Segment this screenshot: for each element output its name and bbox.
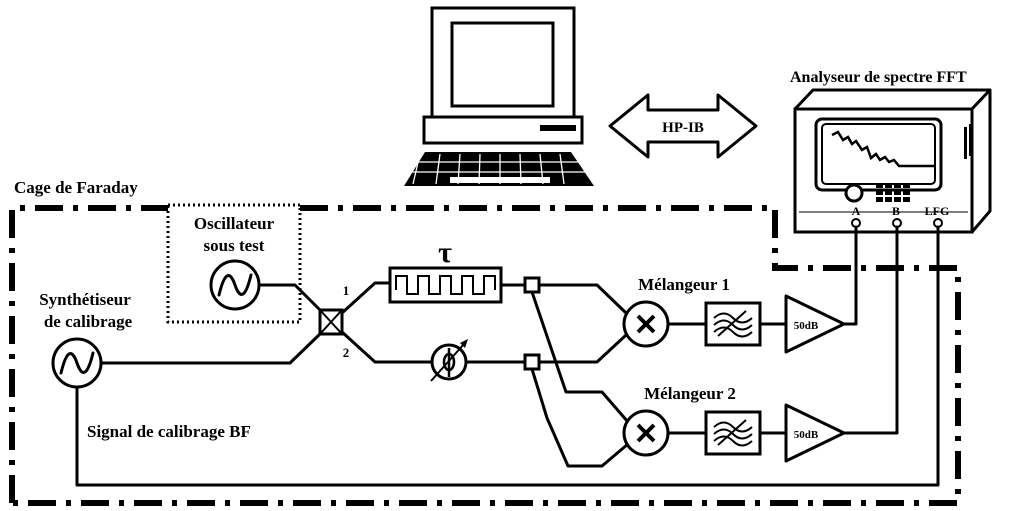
cage-label: Cage de Faraday — [14, 178, 138, 197]
delay-tau-label: τ — [438, 236, 452, 269]
mixer-2-label: Mélangeur 2 — [644, 384, 736, 403]
input-b-label: B — [892, 204, 900, 218]
amplifier-triangle-icon — [784, 294, 846, 354]
calibration-signal-label: Signal de calibrage BF — [87, 422, 251, 441]
synthesizer-label-line2: de calibrage — [44, 312, 133, 331]
delay-line — [388, 266, 503, 304]
fft-analyzer — [793, 88, 992, 234]
analyzer-label: Analyseur de spectre FFT — [790, 69, 967, 86]
lowpass-filter-icon — [704, 410, 762, 456]
port-2-label: 2 — [343, 345, 350, 360]
synthesizer-label-line1: Synthétiseur — [39, 290, 131, 309]
computer-icon — [404, 6, 594, 186]
amplifier-1-label: 50dB — [794, 320, 819, 332]
input-lfg-label: LFG — [925, 204, 950, 218]
amplifier-triangle-icon — [784, 403, 846, 463]
signal-wires — [75, 225, 940, 487]
splitter-upper — [523, 276, 541, 294]
analyzer-keypad — [876, 183, 910, 202]
mixer-x-icon — [622, 300, 670, 348]
sine-wave-icon — [51, 337, 103, 389]
mixer-x-icon — [622, 409, 670, 457]
faraday-cage-boundary — [9, 205, 961, 506]
splitter-lower — [523, 353, 541, 371]
amplifier-2-label: 50dB — [794, 429, 819, 441]
lowpass-filter-icon — [704, 301, 762, 347]
analyzer-side-vents — [964, 124, 972, 159]
input-a-label: A — [852, 204, 861, 218]
coupler — [318, 308, 344, 336]
port-1-label: 1 — [343, 283, 350, 298]
phase-shifter-icon — [430, 339, 468, 382]
hpib-bus-arrow — [608, 93, 758, 159]
analyzer-knob — [844, 183, 864, 203]
bus-label: HP-IB — [662, 120, 704, 136]
oscillator-label-line2: sous test — [204, 236, 265, 255]
spectrum-trace — [831, 130, 935, 168]
mixer-1-label: Mélangeur 1 — [638, 275, 730, 294]
sine-wave-icon — [209, 259, 261, 311]
oscillator-label-line1: Oscillateur — [194, 214, 275, 233]
